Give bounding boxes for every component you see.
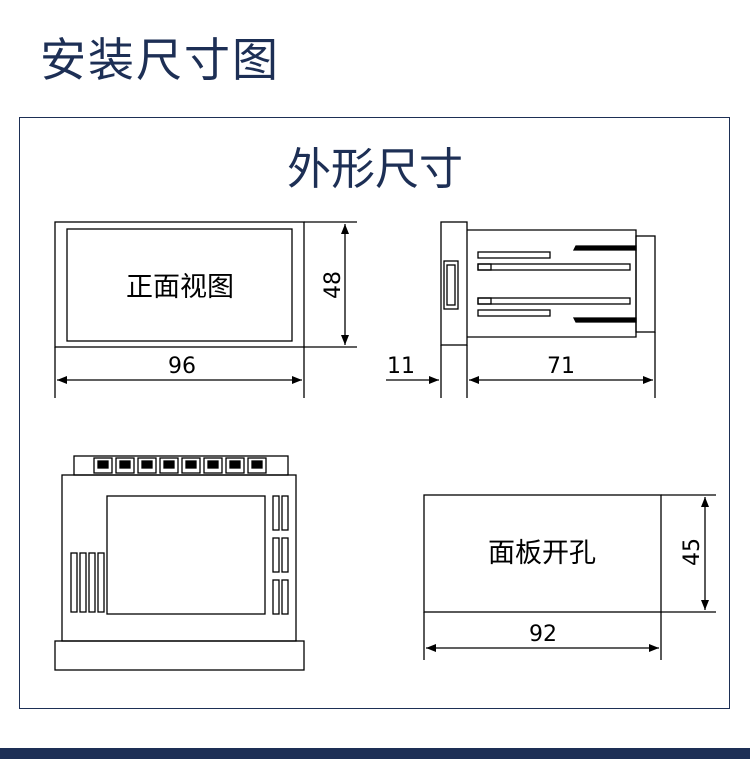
rear-view-window	[106, 495, 266, 615]
side-view-rib	[477, 251, 551, 259]
rear-view	[54, 455, 305, 671]
front-height-value: 48	[321, 271, 346, 299]
side-view	[440, 221, 656, 398]
cutout-width-value: 92	[529, 622, 557, 647]
cutout-label: 面板开孔	[488, 538, 596, 569]
front-view-outer-bezel	[54, 221, 305, 348]
side-view-rib	[477, 297, 631, 305]
side-view-clip	[443, 260, 459, 310]
front-view-inner-panel	[66, 228, 293, 342]
side-view-latch	[572, 245, 637, 251]
rear-view-body	[61, 474, 297, 642]
side-panel-value: 11	[387, 354, 415, 379]
panel-cutout	[423, 494, 662, 613]
side-view-rib-tab	[477, 297, 492, 305]
bottom-band	[0, 748, 750, 759]
side-view-rib-tab	[477, 263, 492, 271]
cutout-width-dimension	[423, 612, 662, 660]
side-view-latch	[572, 317, 637, 323]
front-width-value: 96	[168, 354, 196, 379]
cutout-height-dimension	[661, 494, 716, 613]
page-title: 安装尺寸图	[40, 33, 280, 87]
side-view-rib	[477, 263, 631, 271]
side-view-clip-inner	[446, 264, 456, 306]
side-depth-value: 71	[547, 354, 575, 379]
rear-view-left-vents	[70, 552, 105, 613]
front-view-label: 正面视图	[126, 272, 234, 303]
front-height-dimension	[304, 221, 357, 348]
side-view-rib	[477, 309, 551, 317]
cutout-height-value: 45	[680, 538, 705, 566]
side-view-bezel	[440, 221, 468, 346]
panel-cutout-rect	[423, 494, 662, 613]
drawing-frame	[19, 117, 730, 709]
section-title: 外形尺寸	[287, 144, 463, 195]
rear-view-right-vents	[272, 495, 289, 615]
front-width-dimension	[54, 347, 305, 398]
rear-view-terminals	[93, 457, 267, 474]
front-view	[54, 221, 305, 348]
rear-view-base-plate	[54, 640, 305, 671]
side-view-rear-terminal	[635, 235, 656, 333]
